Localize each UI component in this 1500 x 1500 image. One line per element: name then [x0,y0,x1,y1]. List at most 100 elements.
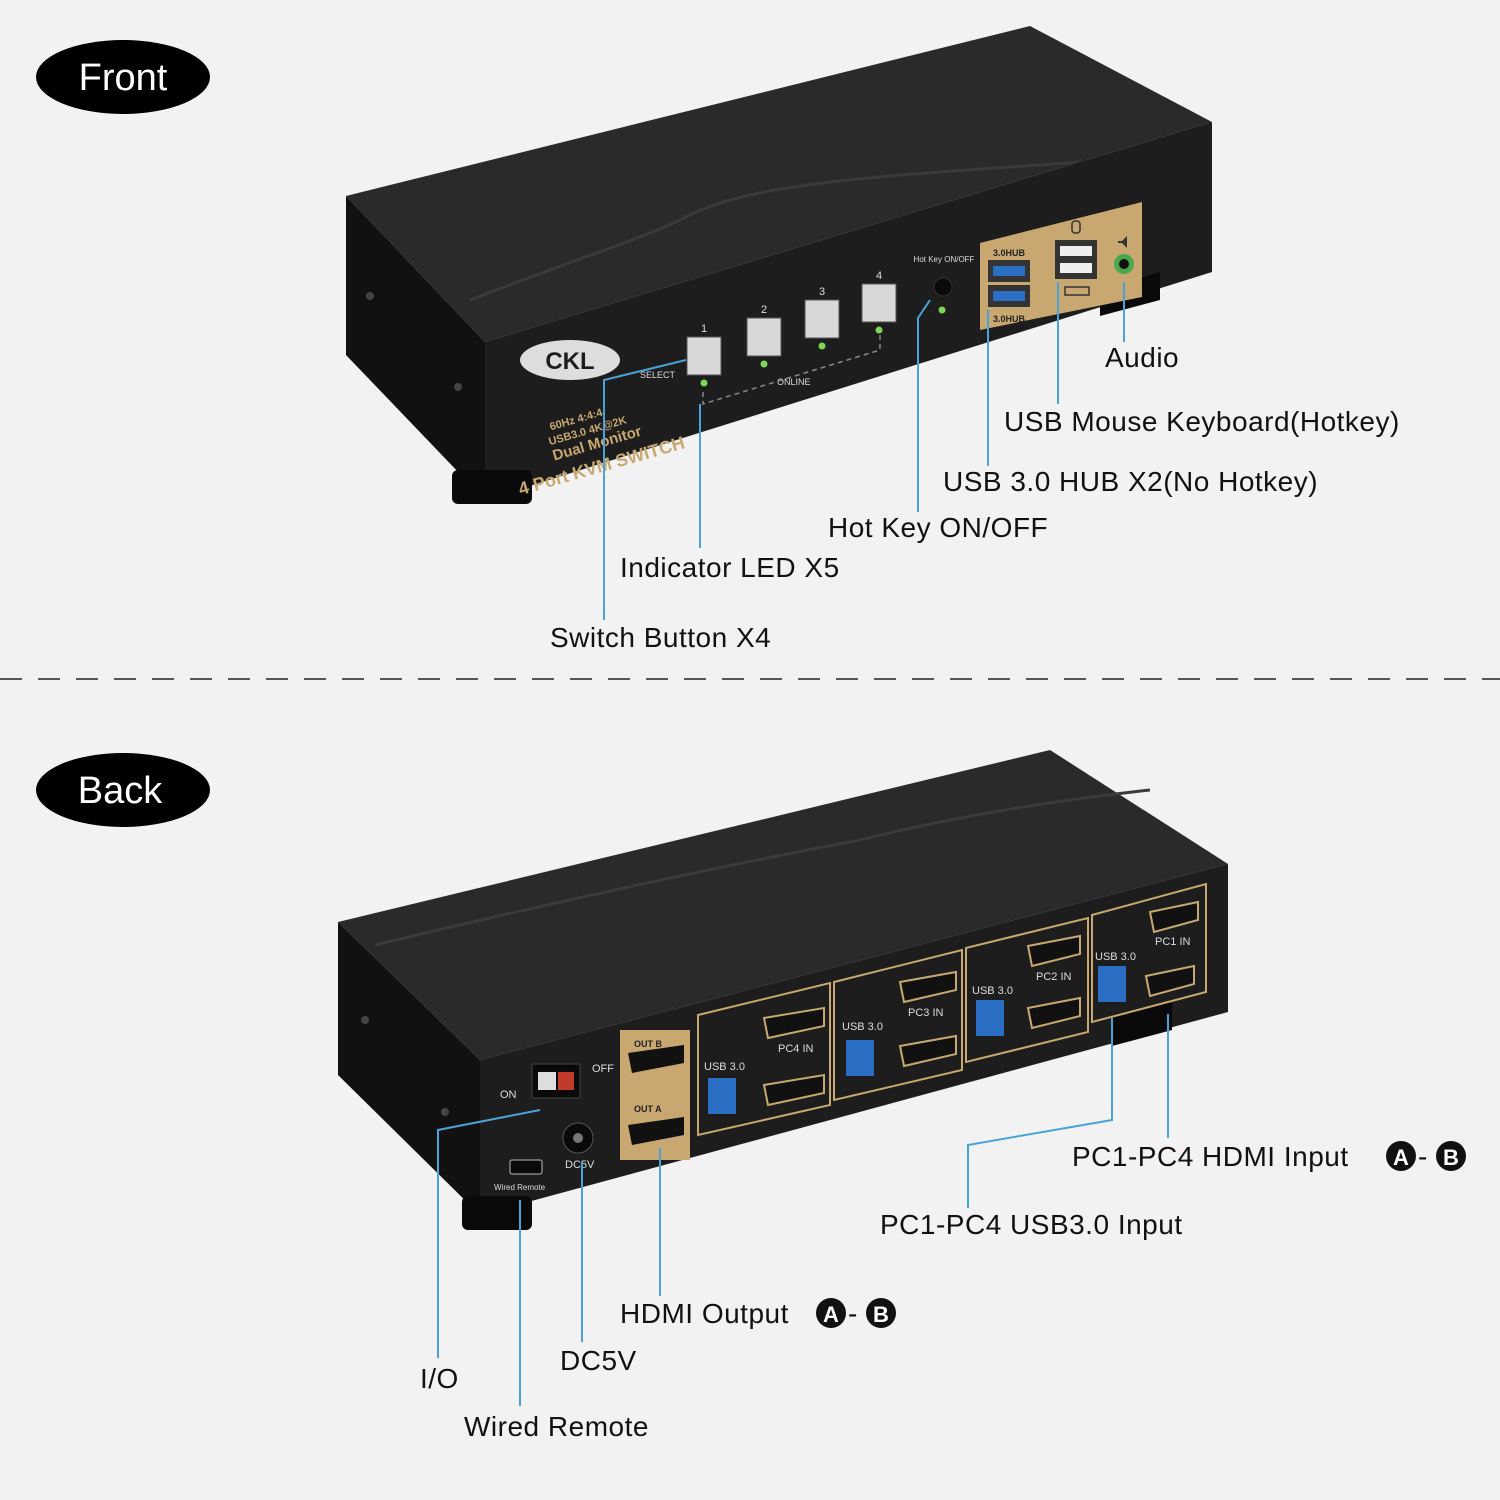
badge-a-text: A [1393,1145,1409,1170]
wired-remote-small-label: Wired Remote [494,1183,546,1192]
label-indicator-led: Indicator LED X5 [620,552,840,583]
pc1-hdmi-a-port[interactable] [1144,964,1195,998]
pc3-in-label: PC3 IN [908,1007,944,1019]
label-hot-key: Hot Key ON/OFF [828,512,1048,543]
hot-key-small-label: Hot Key ON/OFF [914,255,975,264]
pc2-hdmi-a-port[interactable] [1026,996,1081,1030]
pc1-hdmi-b-port[interactable] [1148,900,1199,934]
switch-button-4-label: 4 [876,270,882,282]
usb-keyboard-port-1[interactable] [1055,240,1097,262]
badge-b-icon [866,1298,896,1328]
power-switch[interactable] [531,1063,581,1099]
switch-button-4[interactable]: 4 [861,270,897,323]
pc2-hdmi-b-port[interactable] [1026,934,1081,968]
label-audio: Audio [1105,342,1179,373]
badge-b-text: B [1443,1145,1459,1170]
out-a-label: OUT A [634,1104,662,1114]
pc1-input-group: USB 3.0 PC1 IN [1091,882,1207,1024]
badge-a-icon [1386,1141,1416,1171]
back-device: ON OFF DC5V Wired Remote OUT B OUT A [338,750,1228,1230]
switch-button-2[interactable]: 2 [746,304,782,357]
pc3-input-group: USB 3.0 PC3 IN [833,948,963,1102]
label-switch-button: Switch Button X4 [550,622,771,653]
pc1-usb-label: USB 3.0 [1095,951,1136,963]
out-b-label: OUT B [634,1039,662,1049]
badge-a-icon [816,1298,846,1328]
pc2-in-label: PC2 IN [1036,971,1072,983]
pc2-input-group: USB 3.0 PC2 IN [965,916,1089,1064]
dc5v-small-label: DC5V [565,1159,595,1171]
switch-button-3[interactable]: 3 [804,286,840,339]
pc3-usb30-port[interactable] [846,1040,874,1076]
online-label: ONLINE [777,377,811,387]
pc4-usb-label: USB 3.0 [704,1061,745,1073]
pc4-hdmi-a-port[interactable] [762,1073,825,1107]
mouse-icon [1071,220,1081,234]
front-title: Front [79,57,168,99]
pc3-hdmi-b-port[interactable] [898,970,957,1004]
indicator-led-2 [760,360,768,368]
indicator-led-3 [818,342,826,350]
hot-key-button[interactable]: Hot Key ON/OFF [914,255,975,297]
front-device: CKL 60Hz 4:4:4 USB3.0 4K@2K Dual Monitor… [346,26,1212,504]
back-title: Back [78,770,163,812]
label-usb-hub: USB 3.0 HUB X2(No Hotkey) [943,466,1318,497]
pc4-hdmi-b-port[interactable] [762,1006,825,1040]
hdmi-output-b-port[interactable] [628,1045,684,1073]
dc5v-jack[interactable] [562,1122,594,1154]
label-dc5v: DC5V [560,1345,637,1376]
pc3-hdmi-a-port[interactable] [898,1034,957,1068]
keyboard-icon [1064,286,1090,296]
pc4-usb30-port[interactable] [708,1078,736,1114]
switch-button-3-label: 3 [819,286,825,298]
label-usb-input: PC1-PC4 USB3.0 Input [880,1209,1183,1240]
badge-dash: - [848,1298,858,1329]
back-section: Back ON OFF [36,750,1466,1442]
badge-b-text: B [873,1302,889,1327]
front-port-panel: 3.0HUB 3.0HUB [980,202,1142,330]
badge-a-text: A [823,1302,839,1327]
pc4-in-label: PC4 IN [778,1043,814,1055]
hdmi-output-panel: OUT B OUT A [620,1030,690,1160]
off-label: OFF [592,1063,614,1075]
usb-hub-port-2[interactable] [988,285,1030,307]
back-pill: Back [36,753,210,827]
pc4-input-group: USB 3.0 PC4 IN [697,981,831,1137]
front-callouts [603,282,1125,620]
ckl-logo: CKL [520,340,620,380]
switch-button-2-label: 2 [761,304,767,316]
pc1-usb30-port[interactable] [1098,966,1126,1002]
label-hdmi-output: HDMI Output [620,1298,789,1329]
front-section: Front CKL 60Hz 4:4:4 USB [36,26,1400,653]
wired-remote-port[interactable] [509,1159,543,1175]
on-label: ON [500,1089,517,1101]
select-label: SELECT [640,370,676,380]
hdmi-output-a-port[interactable] [628,1117,684,1145]
label-io: I/O [420,1363,459,1394]
label-usb-mouse-keyboard: USB Mouse Keyboard(Hotkey) [1004,406,1400,437]
pc3-usb-label: USB 3.0 [842,1021,883,1033]
switch-button-1-label: 1 [701,323,707,335]
back-callouts [437,1014,1169,1406]
indicator-led-1 [700,379,708,387]
audio-jack[interactable] [1114,254,1134,274]
pc1-in-label: PC1 IN [1155,936,1191,948]
speaker-icon [1118,236,1127,248]
usb-hub-port-1[interactable] [988,260,1030,282]
pc2-usb30-port[interactable] [976,1000,1004,1036]
hub-top-label: 3.0HUB [993,248,1026,258]
front-pill: Front [36,40,210,114]
badge-dash: - [1418,1141,1428,1172]
hub-bottom-label: 3.0HUB [993,314,1026,324]
pc2-usb-label: USB 3.0 [972,985,1013,997]
indicator-led-5 [938,306,946,314]
switch-button-1[interactable]: 1 [686,323,722,376]
badge-b-icon [1436,1141,1466,1171]
label-hdmi-input-group: PC1-PC4 HDMI Input A - B [1072,1141,1466,1172]
logo-text: CKL [545,348,594,375]
label-wired-remote: Wired Remote [464,1411,649,1442]
label-hdmi-output-group: HDMI Output A - B [620,1298,896,1329]
label-hdmi-input: PC1-PC4 HDMI Input [1072,1141,1349,1172]
usb-mouse-port-2[interactable] [1055,257,1097,279]
